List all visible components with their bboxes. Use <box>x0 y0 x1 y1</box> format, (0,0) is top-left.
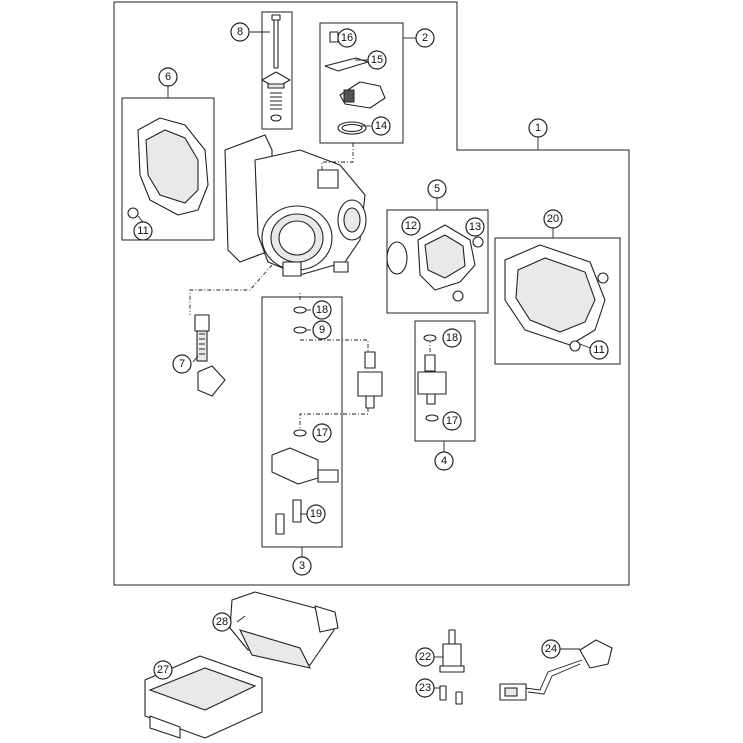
callout-19: 19 <box>306 504 326 524</box>
svg-text:15: 15 <box>371 54 383 66</box>
svg-text:19: 19 <box>310 508 322 520</box>
callout-8: 8 <box>230 22 250 42</box>
callout-16: 16 <box>337 28 357 48</box>
callout-6: 6 <box>158 67 178 87</box>
svg-text:6: 6 <box>165 71 171 83</box>
svg-text:22: 22 <box>419 651 431 663</box>
injector-second <box>417 334 447 422</box>
callout-9: 9 <box>312 320 332 340</box>
cable-sensor-24 <box>499 639 613 701</box>
callout-17-group4: 17 <box>442 411 462 431</box>
callout-20: 20 <box>543 209 563 229</box>
temperature-sensor <box>194 314 226 397</box>
throttle-body <box>224 134 367 277</box>
svg-text:9: 9 <box>319 324 325 336</box>
svg-text:14: 14 <box>375 120 387 132</box>
callout-11-right: 11 <box>589 340 609 360</box>
svg-text:1: 1 <box>535 122 541 134</box>
control-unit-28 <box>229 591 339 669</box>
callout-7: 7 <box>172 354 192 374</box>
bolt-spring-assembly <box>261 14 291 122</box>
group-box-8 <box>261 11 293 130</box>
callout-18-group3: 18 <box>312 300 332 320</box>
svg-text:11: 11 <box>137 225 148 237</box>
callout-17-group3: 17 <box>312 423 332 443</box>
callout-23: 23 <box>415 678 435 698</box>
svg-text:24: 24 <box>545 643 557 655</box>
callout-13: 13 <box>465 217 485 237</box>
group-box-2 <box>319 22 404 144</box>
svg-text:18: 18 <box>316 304 328 316</box>
svg-text:27: 27 <box>157 664 169 676</box>
svg-text:18: 18 <box>446 332 458 344</box>
svg-text:13: 13 <box>469 221 481 233</box>
callout-5: 5 <box>427 179 447 199</box>
svg-text:20: 20 <box>547 213 559 225</box>
callout-28: 28 <box>212 612 232 632</box>
side-cover <box>127 117 209 219</box>
callout-18-group4: 18 <box>442 328 462 348</box>
callout-11-cover: 11 <box>133 221 153 241</box>
svg-text:7: 7 <box>179 358 185 370</box>
callout-27: 27 <box>153 660 173 680</box>
svg-text:5: 5 <box>434 183 440 195</box>
svg-text:8: 8 <box>237 26 243 38</box>
svg-text:16: 16 <box>341 32 353 44</box>
callout-24: 24 <box>541 639 561 659</box>
callout-3: 3 <box>292 556 312 576</box>
svg-text:17: 17 <box>446 415 458 427</box>
assembly-frame-1 <box>113 1 630 586</box>
injector-group <box>271 306 383 535</box>
sensor-22 <box>439 629 465 705</box>
throttle-sensor <box>386 224 484 302</box>
sensor-cover <box>504 244 609 352</box>
svg-text:28: 28 <box>216 616 228 628</box>
callout-12: 12 <box>401 216 421 236</box>
group-box-4 <box>414 320 476 442</box>
svg-text:12: 12 <box>405 220 417 232</box>
callout-14: 14 <box>371 116 391 136</box>
svg-text:4: 4 <box>441 455 447 467</box>
callout-22: 22 <box>415 647 435 667</box>
svg-text:11: 11 <box>593 344 604 356</box>
svg-text:23: 23 <box>419 682 431 694</box>
svg-text:2: 2 <box>422 32 428 44</box>
ecu-27 <box>144 655 263 739</box>
callout-4: 4 <box>434 451 454 471</box>
svg-text:3: 3 <box>299 560 305 572</box>
callout-2: 2 <box>415 28 435 48</box>
callout-1: 1 <box>528 118 548 138</box>
callout-15: 15 <box>367 50 387 70</box>
svg-text:17: 17 <box>316 427 328 439</box>
group-box-20 <box>494 237 621 365</box>
